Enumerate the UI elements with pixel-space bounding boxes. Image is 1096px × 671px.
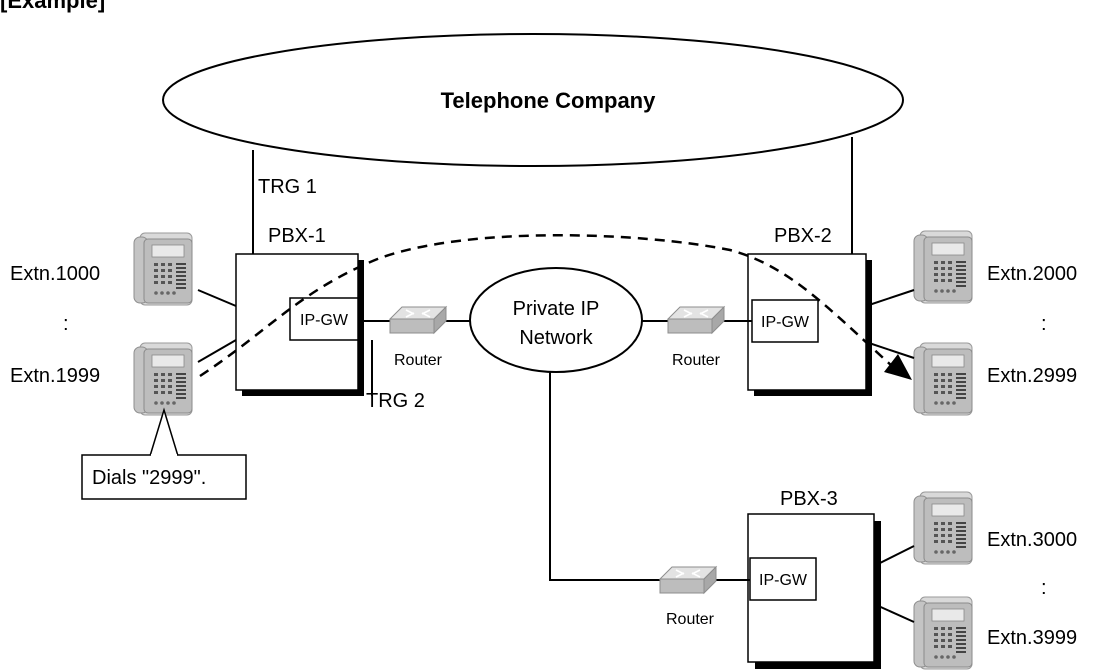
telephone-company-cloud <box>162 33 904 167</box>
pbx2-label: PBX-2 <box>774 225 832 247</box>
link-phone2000-pbx2 <box>865 289 915 307</box>
link-phone3000-pbx3 <box>873 545 915 567</box>
extn-1000-label: Extn.1000 <box>10 263 100 285</box>
link-phone2999-pbx2 <box>865 341 915 359</box>
extn-2999-label: Extn.2999 <box>987 365 1077 387</box>
trg2-label: TRG 2 <box>366 390 425 412</box>
router-3-label: Router <box>666 611 715 628</box>
call-path-dashed <box>199 234 893 378</box>
extn-3999-label: Extn.3999 <box>987 627 1077 649</box>
network-label-line1: Private IP <box>513 298 600 320</box>
pbx1-ip-gateway <box>289 297 359 341</box>
pbx3-label: PBX-3 <box>780 488 838 510</box>
phone-extn3000-icon <box>913 491 973 565</box>
link-phone1999-pbx1 <box>197 339 237 363</box>
extn-pbx3-separator: : <box>1041 577 1047 599</box>
callout-text: Dials "2999". <box>92 467 206 489</box>
router-2-icon <box>667 306 725 334</box>
private-ip-network <box>469 267 643 373</box>
callout-box <box>81 454 247 500</box>
extn-3000-label: Extn.3000 <box>987 529 1077 551</box>
router-2-label: Router <box>672 352 721 369</box>
phone-extn3999-icon <box>913 596 973 670</box>
pbx1-ip-gateway-label: IP-GW <box>300 312 349 329</box>
phone-extn1000-icon <box>133 232 193 306</box>
telephone-company-label: Telephone Company <box>441 88 656 113</box>
phone-extn2999-icon <box>913 342 973 416</box>
trg1-label: TRG 1 <box>258 176 317 198</box>
pbx2-ip-gateway-label: IP-GW <box>761 314 810 331</box>
link-phone1000-pbx1 <box>197 289 237 307</box>
phone-extn1999-icon <box>133 342 193 416</box>
pbx3-ip-gateway-label: IP-GW <box>759 572 808 589</box>
callout-pointer <box>149 407 179 457</box>
link-phone3999-pbx3 <box>873 603 915 623</box>
router-1-icon <box>389 306 447 334</box>
extn-pbx1-separator: : <box>63 313 69 335</box>
link-network-router3 <box>549 372 660 581</box>
phone-extn2000-icon <box>913 230 973 304</box>
example-heading: [Example] <box>0 0 105 13</box>
network-label-line2: Network <box>519 327 593 349</box>
extn-pbx2-separator: : <box>1041 313 1047 335</box>
pbx1-label: PBX-1 <box>268 225 326 247</box>
extn-2000-label: Extn.2000 <box>987 263 1077 285</box>
router-3-icon <box>659 566 717 594</box>
router-1-label: Router <box>394 352 443 369</box>
extn-1999-label: Extn.1999 <box>10 365 100 387</box>
call-path-arrowhead <box>884 354 912 380</box>
pbx2-ip-gateway <box>751 299 819 343</box>
